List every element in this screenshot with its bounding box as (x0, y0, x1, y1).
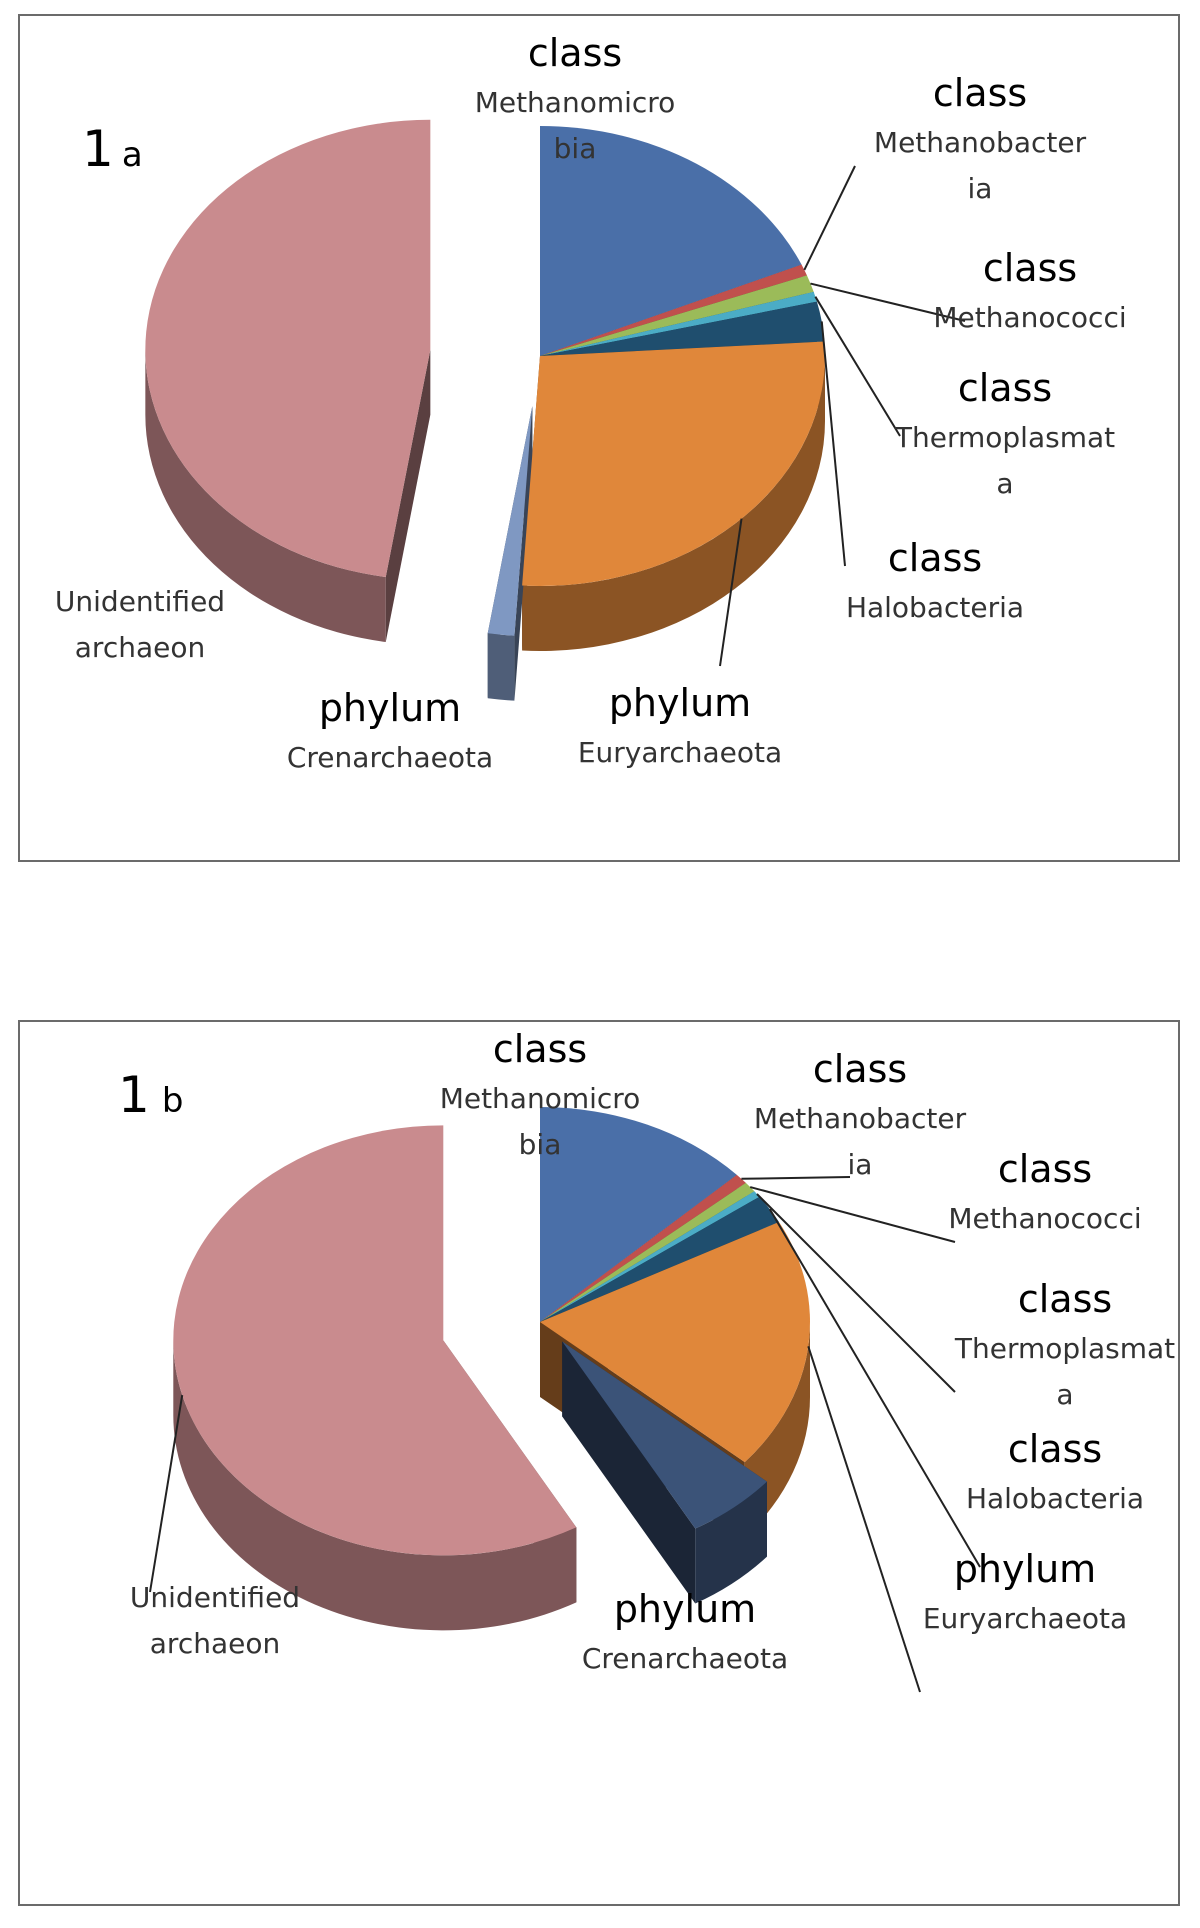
pie-1b-taxon-label-methanobacteria-line2: ia (848, 1148, 873, 1181)
pie-1a-leader-euryarchaeota (719, 518, 743, 667)
pie-1a-slice-methanomicrobia (540, 126, 802, 356)
pie-1a-slice-methanococci (540, 275, 814, 356)
pie-1b-rank-label-crenarchaeota: phylum (614, 1587, 756, 1631)
pie-1b-rank-label-methanococci: class (998, 1147, 1092, 1191)
pie-1a-taxon-label-methanomicrobia-line2: bia (554, 132, 597, 165)
pie-1b-leader-halobacteria (768, 1208, 981, 1568)
pie-1b-slice-euryarchaeota (540, 1221, 810, 1463)
pie-1b-taxon-label-methanobacteria-line1: Methanobacter (754, 1102, 967, 1135)
pie-1a-leader-methanobacteria (803, 165, 856, 271)
pie-1b-taxon-label-methanomicrobia-line2: bia (519, 1128, 562, 1161)
pie-1b-taxon-label-euryarchaeota-line1: Euryarchaeota (923, 1602, 1127, 1635)
pie-1b-rank-label-thermoplasmata: class (1018, 1277, 1112, 1321)
pie-1a-rank-label-methanococci: class (983, 246, 1077, 290)
pie-1b-leader-methanobacteria (741, 1176, 851, 1180)
pie-1b-slice-crenarchaeota (562, 1341, 767, 1529)
pie-1b-slice-thermoplasmata (540, 1191, 760, 1322)
pie-1a-taxon-label-halobacteria-line1: Halobacteria (846, 591, 1024, 624)
pie-1b-leader-methanococci (749, 1186, 956, 1243)
pie-1b-rank-label-halobacteria: class (1008, 1427, 1102, 1471)
pie-1a-slice-side-unidentifiedarchaeon (145, 349, 431, 642)
pie-1b-taxon-label-thermoplasmata-line2: a (1056, 1378, 1073, 1411)
pie-1a-slice-tops (145, 119, 825, 636)
pie-1b-slice-methanococci (540, 1182, 755, 1322)
pie-1b-taxon-label-unidentifiedarchaeon-line2: archaeon (150, 1627, 280, 1660)
pie-1a-rank-label-thermoplasmata: class (958, 366, 1052, 410)
pie-1a-slice-methanobacteria (540, 264, 807, 356)
pie-1b-leader-thermoplasmata (756, 1193, 956, 1393)
pie-1a-leader-thermoplasmata (814, 296, 901, 437)
pie-1b-slice-tops (173, 1107, 810, 1556)
pie-1a-taxon-label-methanobacteria-line2: ia (968, 172, 993, 205)
pie-1a-rank-label-crenarchaeota: phylum (319, 686, 461, 730)
pie-1a-slice-unidentifiedarchaeon (145, 119, 431, 577)
pie-1a-slice-halobacteria (540, 301, 825, 356)
pie-1a-taxon-label-unidentifiedarchaeon-line1: Unidentified (55, 585, 225, 618)
pie-1b-taxon-label-halobacteria-line1: Halobacteria (966, 1482, 1144, 1515)
pie-1b-leader-unidentifiedarchaeon (149, 1394, 184, 1593)
pie-1b-rank-label-methanobacteria: class (813, 1047, 907, 1091)
pie-1b-taxon-label-crenarchaeota-line1: Crenarchaeota (582, 1642, 788, 1675)
pie-1a-slice-thermoplasmata (540, 291, 817, 356)
pie-1a-leader-halobacteria (820, 321, 846, 567)
pie-1a-taxon-label-methanobacteria-line1: Methanobacter (874, 126, 1087, 159)
pie-1b-rank-label-methanomicrobia: class (493, 1027, 587, 1071)
pie-1a-slice-euryarchaeota (522, 341, 825, 586)
pie-1b-rank-label-euryarchaeota: phylum (954, 1547, 1096, 1591)
pie-1b-slice-halobacteria (540, 1196, 780, 1322)
pie-1a-rank-label-halobacteria: class (888, 536, 982, 580)
pie-1a-taxon-label-thermoplasmata-line1: Thermoplasmat (894, 421, 1115, 454)
pie-1a-leader-methanococci (810, 282, 966, 322)
pie-1a-taxon-label-thermoplasmata-line2: a (996, 467, 1013, 500)
pie-1a-slice-crenarchaeota (487, 406, 533, 636)
pie-1b-slice-methanobacteria (540, 1174, 746, 1322)
pie-1a-rank-label-methanomicrobia: class (528, 31, 622, 75)
pie-1a-taxon-label-methanomicrobia-line1: Methanomicro (475, 86, 676, 119)
pie-1b-leader-euryarchaeota (807, 1345, 921, 1693)
pie-1b-taxon-label-unidentifiedarchaeon-line1: Unidentified (130, 1581, 300, 1614)
pie-1b-taxon-label-methanomicrobia-line1: Methanomicro (440, 1082, 641, 1115)
pie-1a-rank-label-methanobacteria: class (933, 71, 1027, 115)
pie-1b-slice-methanomicrobia (540, 1107, 737, 1322)
pie-1a-taxon-label-crenarchaeota-line1: Crenarchaeota (287, 741, 493, 774)
pie-1b-leader-lines (149, 1176, 981, 1693)
pie-1a-leader-lines (719, 165, 966, 667)
pie-1a-taxon-label-euryarchaeota-line1: Euryarchaeota (578, 736, 782, 769)
pie-1b-taxon-label-methanococci-line1: Methanococci (948, 1202, 1141, 1235)
pie-1a-taxon-label-methanococci-line1: Methanococci (933, 301, 1126, 334)
pie-1a-taxon-label-unidentifiedarchaeon-line2: archaeon (75, 631, 205, 664)
pie-1b-taxon-label-thermoplasmata-line1: Thermoplasmat (954, 1332, 1175, 1365)
pie-1b-slice-unidentifiedarchaeon (173, 1125, 577, 1556)
pie-1a-rank-label-euryarchaeota: phylum (609, 681, 751, 725)
